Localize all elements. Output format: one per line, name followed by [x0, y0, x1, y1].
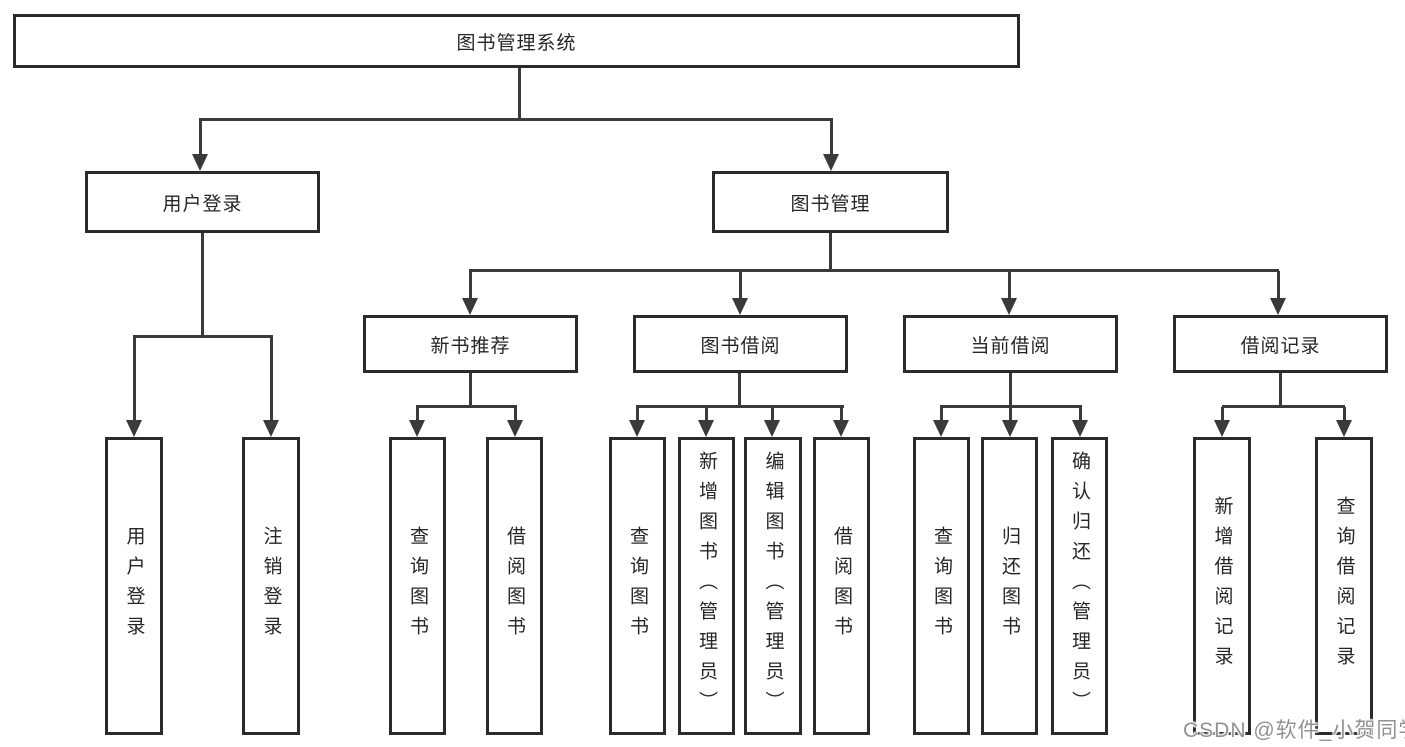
node-current-borrow: 当前借阅	[903, 315, 1118, 373]
node-new-books: 新书推荐	[363, 315, 578, 373]
connector-leaf-borrow2-drop	[840, 407, 843, 422]
connector-user-login-stub	[199, 120, 202, 156]
connector-book-borrow-stub	[739, 271, 742, 299]
leaf-logout-label: 注销登录	[260, 526, 282, 646]
node-user-login-label: 用户登录	[162, 193, 243, 215]
connector-leaf-query2-drop	[636, 407, 639, 422]
node-book-mgmt: 图书管理	[712, 171, 949, 233]
leaf-logout: 注销登录	[242, 437, 300, 735]
leaf-borrow-query: 查询图书	[609, 437, 666, 735]
connector-leaf-login-drop	[133, 337, 136, 421]
arrowhead-leaf-add-record	[1214, 420, 1230, 437]
arrowhead-new-books	[462, 298, 478, 315]
arrowhead-leaf-borrow2	[833, 420, 849, 437]
connector-leaf-add-book-drop	[705, 407, 708, 422]
node-book-mgmt-label: 图书管理	[790, 193, 871, 215]
leaf-query-borrow-record-label: 查询借阅记录	[1333, 496, 1355, 676]
leaf-borrow-query-label: 查询图书	[627, 526, 648, 646]
leaf-borrow-book: 借阅图书	[813, 437, 870, 735]
arrowhead-leaf-add-book	[698, 420, 714, 437]
leaf-add-book-admin: 新增图书（管理员）	[678, 437, 735, 735]
arrowhead-leaf-confirm-return	[1072, 420, 1088, 437]
connector-leaf-query3-drop	[940, 407, 943, 422]
node-book-borrow-label: 图书借阅	[700, 335, 781, 357]
leaf-add-book-admin-label: 新增图书（管理员）	[696, 451, 717, 721]
connector-root-drop	[518, 68, 521, 121]
leaf-confirm-return-admin: 确认归还（管理员）	[1051, 437, 1108, 735]
leaf-current-query-label: 查询图书	[931, 526, 952, 646]
connector-leaf-query1-drop	[416, 407, 419, 422]
leaf-return-book-label: 归还图书	[999, 526, 1020, 646]
connector-leaf-borrow1-drop	[514, 407, 517, 422]
arrowhead-leaf-login	[126, 420, 142, 437]
arrowhead-book-mgmt	[823, 154, 839, 171]
leaf-return-book: 归还图书	[981, 437, 1038, 735]
arrowhead-leaf-query2	[629, 420, 645, 437]
connector-level3-bar	[469, 269, 1279, 272]
arrowhead-borrow-records	[1270, 298, 1286, 315]
connector-leaf-logout-drop	[270, 337, 273, 421]
node-book-borrow: 图书借阅	[633, 315, 848, 373]
node-borrow-records-label: 借阅记录	[1240, 335, 1321, 357]
connector-user-login-drop	[201, 233, 204, 338]
node-user-login: 用户登录	[85, 171, 320, 233]
connector-level2-bar	[199, 118, 833, 121]
arrowhead-leaf-query3	[933, 420, 949, 437]
connector-book-borrow-bar	[636, 405, 844, 408]
arrowhead-user-login	[192, 154, 208, 171]
leaf-new-books-query: 查询图书	[389, 437, 446, 735]
leaf-new-books-borrow-label: 借阅图书	[504, 526, 525, 646]
connector-borrow-records-drop	[1279, 373, 1282, 407]
arrowhead-leaf-return	[1002, 420, 1018, 437]
node-borrow-records: 借阅记录	[1173, 315, 1388, 373]
node-new-books-label: 新书推荐	[430, 335, 511, 357]
connector-current-borrow-stub	[1008, 271, 1011, 299]
connector-borrow-records-bar	[1222, 405, 1345, 408]
arrowhead-leaf-edit-book	[764, 420, 780, 437]
connector-book-borrow-drop	[738, 373, 741, 407]
node-root-label: 图书管理系统	[456, 32, 577, 54]
leaf-add-borrow-record-label: 新增借阅记录	[1211, 496, 1233, 676]
connector-user-login-bar	[133, 335, 273, 338]
arrowhead-leaf-logout	[263, 420, 279, 437]
leaf-user-login-label: 用户登录	[123, 526, 145, 646]
connector-new-books-drop	[469, 373, 472, 407]
leaf-current-query: 查询图书	[913, 437, 970, 735]
arrowhead-leaf-borrow1	[507, 420, 523, 437]
leaf-borrow-book-label: 借阅图书	[831, 526, 852, 646]
connector-leaf-confirm-return-drop	[1079, 407, 1082, 422]
leaf-edit-book-admin-label: 编辑图书（管理员）	[762, 451, 784, 721]
connector-leaf-return-drop	[1009, 407, 1012, 422]
leaf-new-books-borrow: 借阅图书	[486, 437, 543, 735]
arrowhead-book-borrow	[732, 298, 748, 315]
leaf-confirm-return-admin-label: 确认归还（管理员）	[1069, 451, 1090, 721]
csdn-watermark: CSDN @软件_小贺同学	[1183, 719, 1405, 742]
connector-leaf-edit-book-drop	[771, 407, 774, 422]
connector-leaf-add-record-drop	[1221, 407, 1224, 422]
leaf-user-login: 用户登录	[105, 437, 163, 735]
node-current-borrow-label: 当前借阅	[970, 335, 1051, 357]
connector-leaf-query-record-drop	[1343, 407, 1346, 422]
leaf-new-books-query-label: 查询图书	[407, 526, 428, 646]
arrowhead-leaf-query1	[409, 420, 425, 437]
connector-book-mgmt-drop	[829, 233, 832, 271]
leaf-edit-book-admin: 编辑图书（管理员）	[744, 437, 802, 735]
connector-book-mgmt-stub	[830, 120, 833, 156]
leaf-query-borrow-record: 查询借阅记录	[1315, 437, 1373, 735]
node-root-system: 图书管理系统	[13, 14, 1020, 68]
arrowhead-current-borrow	[1001, 298, 1017, 315]
connector-current-borrow-bar	[940, 405, 1082, 408]
connector-new-books-bar	[416, 405, 517, 408]
arrowhead-leaf-query-record	[1336, 420, 1352, 437]
connector-new-books-stub	[469, 271, 472, 299]
connector-borrow-records-stub	[1277, 271, 1280, 299]
leaf-add-borrow-record: 新增借阅记录	[1193, 437, 1251, 735]
connector-current-borrow-drop	[1009, 373, 1012, 407]
